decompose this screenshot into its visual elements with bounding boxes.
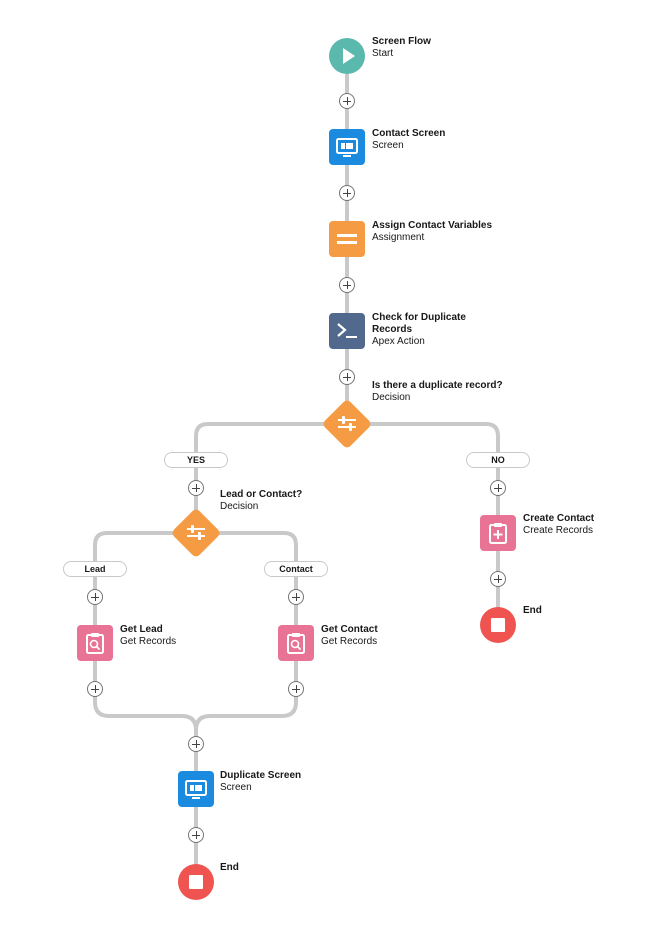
end-node-bottom[interactable] (178, 864, 214, 900)
add-element-button[interactable] (490, 571, 506, 587)
get-contact-label: Get Contact Get Records (321, 624, 378, 648)
duplicate-screen-title: Duplicate Screen (220, 770, 302, 781)
screen-icon (185, 780, 207, 799)
start-node[interactable] (329, 38, 365, 74)
apex-title-line2: Records (372, 324, 413, 335)
duplicate-screen-subtitle: Screen (220, 782, 252, 793)
apex-subtitle: Apex Action (372, 336, 425, 347)
create-contact-label: Create Contact Create Records (523, 513, 594, 537)
end-right-label: End (523, 605, 542, 617)
duplicate-decision-subtitle: Decision (372, 392, 411, 403)
branch-yes-label: YES (164, 452, 228, 468)
get-lead-title: Get Lead (120, 624, 163, 635)
assignment-subtitle: Assignment (372, 232, 425, 243)
start-title: Screen Flow (372, 36, 431, 47)
get-contact-node[interactable] (278, 625, 314, 661)
add-element-button[interactable] (188, 827, 204, 843)
lead-contact-decision-label: Lead or Contact? Decision (220, 489, 302, 513)
get-lead-label: Get Lead Get Records (120, 624, 176, 648)
stop-icon (491, 618, 505, 632)
get-lead-subtitle: Get Records (120, 636, 177, 647)
connector-lead (93, 531, 198, 732)
add-element-button[interactable] (288, 589, 304, 605)
add-element-button[interactable] (288, 681, 304, 697)
connector-yes (194, 422, 331, 518)
add-element-button[interactable] (87, 681, 103, 697)
create-records-icon (489, 523, 507, 544)
contact-screen-node[interactable] (329, 129, 365, 165)
duplicate-decision-title: Is there a duplicate record? (372, 380, 503, 391)
branch-no-label: NO (466, 452, 530, 468)
end-node-right[interactable] (480, 607, 516, 643)
contact-screen-label: Contact Screen Screen (372, 128, 445, 152)
end-right-title: End (523, 605, 542, 616)
screen-icon (336, 138, 358, 157)
add-element-button[interactable] (188, 480, 204, 496)
get-records-icon (287, 633, 305, 654)
branch-lead-label: Lead (63, 561, 127, 577)
get-contact-subtitle: Get Records (321, 636, 378, 647)
add-element-button[interactable] (490, 480, 506, 496)
get-records-icon (86, 633, 104, 654)
assignment-title: Assign Contact Variables (372, 220, 493, 231)
decision-icon (338, 416, 356, 431)
apex-label: Check for Duplicate Records Apex Action (372, 312, 466, 348)
get-lead-node[interactable] (77, 625, 113, 661)
create-contact-node[interactable] (480, 515, 516, 551)
end-bottom-label: End (220, 862, 239, 874)
contact-screen-title: Contact Screen (372, 128, 446, 139)
create-contact-subtitle: Create Records (523, 525, 594, 536)
add-element-button[interactable] (339, 185, 355, 201)
connector-no (363, 422, 500, 610)
apex-icon (337, 323, 357, 338)
add-element-button[interactable] (188, 736, 204, 752)
assignment-label: Assign Contact Variables Assignment (372, 220, 492, 244)
lead-contact-decision-title: Lead or Contact? (220, 489, 303, 500)
duplicate-screen-label: Duplicate Screen Screen (220, 770, 301, 794)
apex-action-node[interactable] (329, 313, 365, 349)
apex-title-line1: Check for Duplicate (372, 312, 466, 323)
add-element-button[interactable] (339, 369, 355, 385)
duplicate-decision-label: Is there a duplicate record? Decision (372, 380, 503, 404)
duplicate-screen-node[interactable] (178, 771, 214, 807)
get-contact-title: Get Contact (321, 624, 378, 635)
add-element-button[interactable] (339, 277, 355, 293)
decision-icon (187, 525, 205, 540)
connector-contact (194, 531, 298, 732)
assignment-node[interactable] (329, 221, 365, 257)
contact-screen-subtitle: Screen (372, 140, 404, 151)
assignment-icon (337, 234, 357, 244)
add-element-button[interactable] (339, 93, 355, 109)
stop-icon (189, 875, 203, 889)
start-subtitle: Start (372, 48, 394, 59)
start-label: Screen Flow Start (372, 36, 431, 60)
play-icon (343, 48, 355, 64)
end-bottom-title: End (220, 862, 239, 873)
branch-contact-label: Contact (264, 561, 328, 577)
add-element-button[interactable] (87, 589, 103, 605)
create-contact-title: Create Contact (523, 513, 595, 524)
lead-contact-decision-subtitle: Decision (220, 501, 259, 512)
